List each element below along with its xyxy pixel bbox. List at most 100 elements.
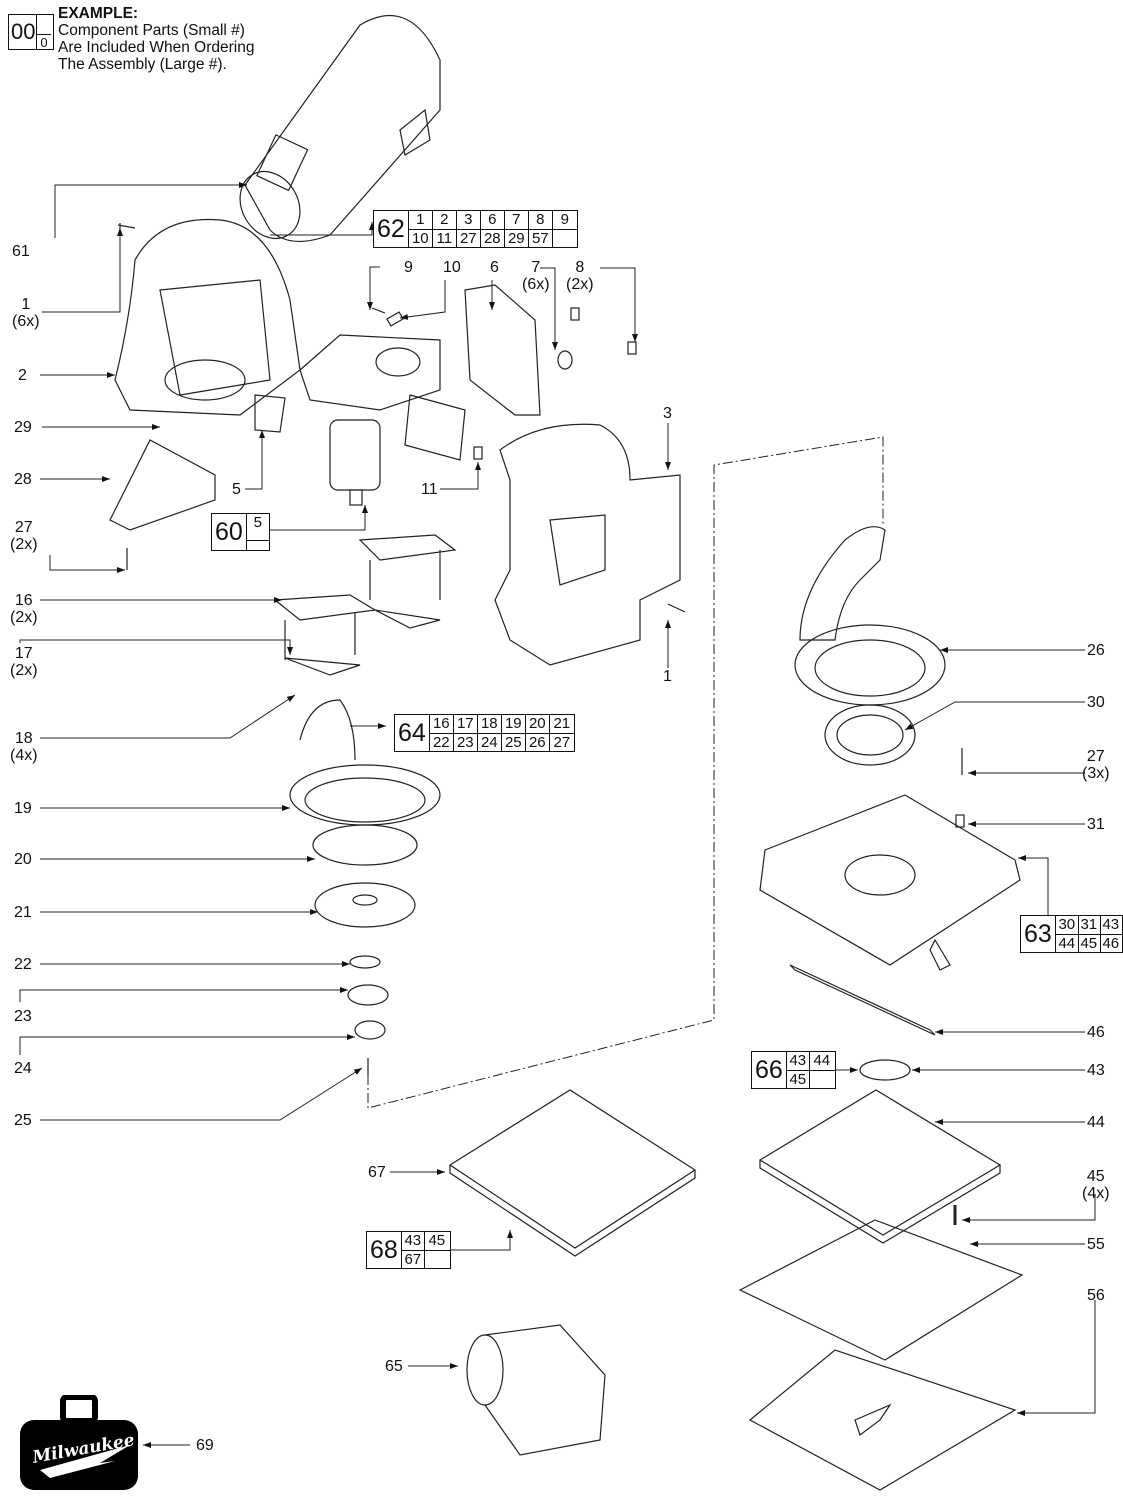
assembly-part: 17 (453, 715, 478, 734)
assembly-part (247, 541, 269, 550)
assembly-part: 30 (1055, 916, 1079, 935)
assembly-part: 26 (526, 733, 550, 751)
callout-28: 28 (14, 471, 32, 488)
assembly-part (553, 230, 577, 248)
callout-21: 21 (14, 904, 32, 921)
dust-port-part (794, 526, 946, 706)
assembly-part: 29 (505, 229, 529, 247)
assembly-part: 44 (1056, 934, 1079, 952)
assembly-64-box: 64 16 17 18 19 20 21 22 23 24 25 26 27 (394, 714, 575, 752)
assembly-part: 43 (401, 1232, 425, 1251)
callout-16: 16(2x) (10, 592, 38, 626)
assembly-part: 21 (549, 715, 574, 734)
screw-part (667, 603, 686, 613)
assembly-number: 60 (212, 514, 247, 550)
callout-55: 55 (1087, 1236, 1105, 1253)
switch-part (254, 394, 286, 433)
assembly-number: 62 (374, 211, 409, 247)
assembly-part: 6 (480, 211, 505, 230)
callout-67: 67 (368, 1164, 386, 1181)
assembly-part: 45 (423, 1232, 450, 1251)
assembly-part: 27 (457, 229, 481, 247)
grommet-part (557, 350, 573, 370)
assembly-part: 28 (481, 229, 505, 247)
assembly-part: 23 (454, 733, 478, 751)
assembly-number: 64 (395, 715, 430, 751)
assembly-60-box: 60 5 (211, 513, 270, 551)
assembly-part: 67 (402, 1250, 425, 1268)
assembly-part: 46 (1102, 934, 1120, 952)
assembly-part: 9 (552, 211, 577, 230)
callout-1: 1(6x) (12, 296, 40, 330)
assembly-part: 1 (408, 211, 433, 230)
legend-line: Are Included When Ordering (58, 39, 255, 56)
callout-26: 26 (1087, 642, 1105, 659)
bracket-part (273, 534, 457, 676)
pin-part (473, 446, 483, 460)
assembly-part: 2 (432, 211, 457, 230)
assembly-part: 20 (525, 715, 550, 734)
terminal-block-part (404, 394, 466, 461)
carrying-case: Milwaukee (20, 1394, 145, 1495)
gasket-part (824, 704, 916, 766)
assembly-part: 44 (808, 1052, 835, 1071)
pad-alt-part (448, 1089, 697, 1257)
adapter-part (466, 1324, 606, 1456)
assembly-part: 11 (433, 229, 457, 247)
assembly-part: 16 (429, 715, 454, 734)
callout-27: 27(2x) (10, 519, 38, 553)
assembly-part: 45 (1078, 934, 1101, 952)
pin-part (570, 307, 580, 321)
callout-22: 22 (14, 956, 32, 973)
fan-part (314, 882, 416, 928)
assembly-part: 25 (502, 733, 526, 751)
assembly-part: 45 (787, 1070, 810, 1088)
housing-right-part (494, 423, 681, 666)
alignment-line (367, 436, 884, 1109)
plate-part (109, 439, 216, 531)
callout-18: 18(4x) (10, 730, 38, 764)
assembly-number: 66 (752, 1052, 787, 1088)
assembly-part: 10 (409, 229, 433, 247)
assembly-part: 3 (456, 211, 481, 230)
callout-56: 56 (1087, 1287, 1105, 1304)
callout-23: 23 (14, 1008, 32, 1025)
motor-assembly-part (254, 334, 466, 506)
battery-latch-part (464, 284, 541, 416)
callout-43: 43 (1087, 1062, 1105, 1079)
legend-text: EXAMPLE: Component Parts (Small #) Are I… (58, 5, 254, 73)
callout-61: 61 (12, 243, 30, 260)
callout-69: 69 (196, 1437, 214, 1454)
legend-title: EXAMPLE: (58, 5, 139, 22)
ring-part (312, 824, 418, 866)
assembly-62-box: 62 1 2 3 6 7 8 9 10 11 27 28 29 57 (373, 210, 578, 248)
assembly-part: 22 (430, 733, 454, 751)
callout-19: 19 (14, 800, 32, 817)
callout-1b: 1 (663, 668, 672, 685)
assembly-part: 5 (246, 514, 269, 541)
assembly-part: 18 (477, 715, 502, 734)
callout-31: 31 (1087, 816, 1105, 833)
assembly-part (809, 1071, 835, 1089)
callout-17: 17(2x) (10, 645, 38, 679)
assembly-63-box: 63 30 31 43 44 45 46 (1020, 915, 1123, 953)
clip-part (386, 311, 404, 327)
callout-20: 20 (14, 851, 32, 868)
callout-2: 2 (18, 367, 27, 384)
assembly-part: 43 (786, 1052, 810, 1071)
callout-44: 44 (1087, 1114, 1105, 1131)
assembly-part: 27 (553, 733, 571, 751)
legend-big-number: 00 (11, 19, 36, 44)
callout-8: 8(2x) (566, 259, 594, 293)
callout-5: 5 (232, 481, 241, 498)
callout-45: 45(4x) (1082, 1168, 1110, 1202)
assembly-part: 43 (1099, 916, 1122, 935)
bearing-part (347, 984, 389, 1006)
legend-small-number: 0 (37, 34, 51, 50)
callout-65: 65 (385, 1358, 403, 1375)
assembly-part (424, 1251, 450, 1269)
dust-canister-part (239, 15, 441, 243)
pad-part (758, 1089, 1002, 1244)
assembly-part: 19 (501, 715, 526, 734)
assembly-part: 8 (528, 211, 553, 230)
